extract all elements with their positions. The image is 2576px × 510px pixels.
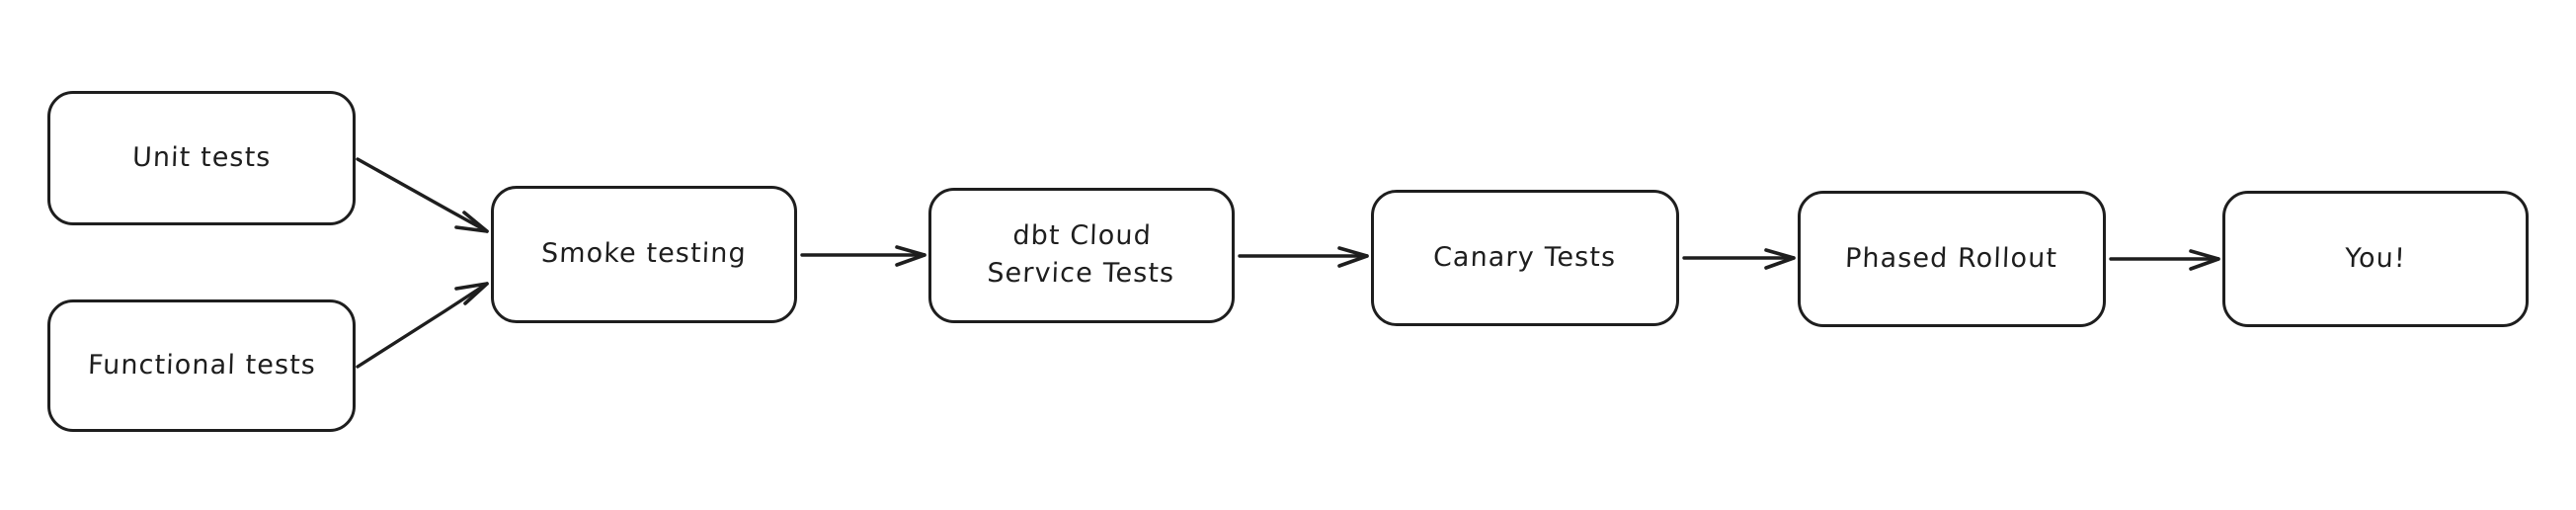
edge-canary-tests-to-phased-rollout — [1682, 248, 1796, 270]
node-you[interactable]: You! — [2222, 191, 2529, 327]
node-functional-tests[interactable]: Functional tests — [47, 299, 356, 432]
node-dbt-cloud-service-tests[interactable]: dbt Cloud Service Tests — [928, 188, 1235, 323]
edge-smoke-testing-to-dbt-cloud — [800, 245, 926, 267]
edge-unit-tests-to-smoke-testing — [356, 157, 489, 233]
node-functional-tests-label: Functional tests — [86, 349, 317, 381]
node-phased-rollout-label: Phased Rollout — [1844, 242, 2059, 274]
node-dbt-cloud-service-tests-label: dbt Cloud Service Tests — [986, 220, 1175, 290]
node-canary-tests[interactable]: Canary Tests — [1371, 190, 1679, 326]
node-canary-tests-label: Canary Tests — [1432, 241, 1618, 273]
node-you-label: You! — [2344, 242, 2407, 274]
node-unit-tests[interactable]: Unit tests — [47, 91, 356, 225]
edge-functional-tests-to-smoke-testing — [356, 282, 489, 369]
node-smoke-testing[interactable]: Smoke testing — [491, 186, 797, 323]
node-unit-tests-label: Unit tests — [131, 141, 272, 173]
edge-dbt-cloud-to-canary-tests — [1238, 246, 1369, 268]
node-phased-rollout[interactable]: Phased Rollout — [1798, 191, 2106, 327]
node-smoke-testing-label: Smoke testing — [540, 238, 748, 270]
edge-phased-rollout-to-you — [2109, 249, 2220, 271]
